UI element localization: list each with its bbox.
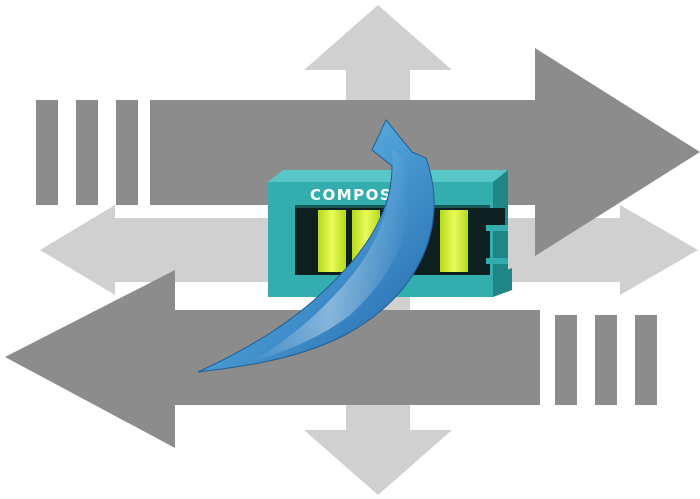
- composer-diagram: COMPOSER: [0, 0, 700, 499]
